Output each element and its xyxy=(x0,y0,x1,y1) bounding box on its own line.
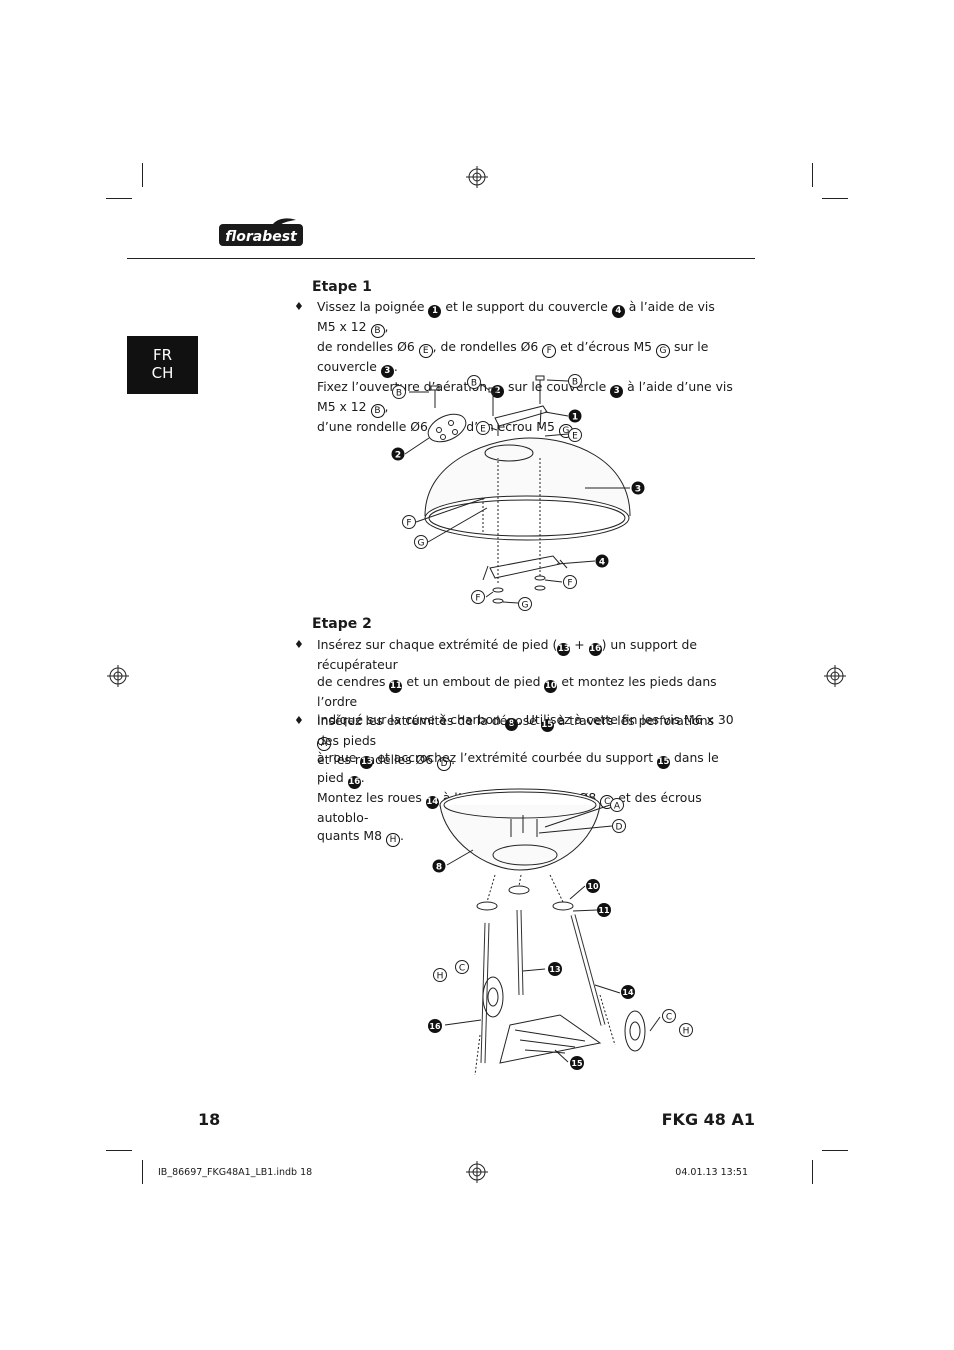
callout-16: 16 xyxy=(428,1019,442,1033)
callout-10: 10 xyxy=(586,879,600,893)
svg-text:2: 2 xyxy=(395,451,401,461)
svg-text:C: C xyxy=(666,1013,672,1023)
step1-paragraph: Vissez la poignée 1 et le support du cou… xyxy=(317,299,733,438)
print-date-info: 04.01.13 13:51 xyxy=(675,1167,748,1178)
callout-2: 2 xyxy=(391,447,405,461)
figure-leg-assembly: A D 8 10 11 H C 13 14 16 C H 15 xyxy=(428,788,693,1075)
svg-text:G: G xyxy=(418,539,425,549)
print-file-info: IB_86697_FKG48A1_LB1.indb 18 xyxy=(158,1167,313,1178)
header-rule xyxy=(127,258,755,259)
callout-f-2: F xyxy=(563,575,577,589)
callout-d: D xyxy=(612,819,626,833)
svg-text:E: E xyxy=(572,432,578,442)
callout-g-1: G xyxy=(414,535,428,549)
callout-f-1: F xyxy=(402,515,416,529)
svg-text:F: F xyxy=(406,519,411,529)
callout-3: 3 xyxy=(631,481,645,495)
callout-15: 15 xyxy=(570,1056,584,1070)
callout-4: 4 xyxy=(595,554,609,568)
svg-text:13: 13 xyxy=(549,965,560,974)
callout-b-1: B xyxy=(392,385,406,399)
callout-14: 14 xyxy=(621,985,635,999)
callout-13: 13 xyxy=(548,962,562,976)
callout-h-2: H xyxy=(679,1023,693,1037)
florabest-logo: florabest xyxy=(219,218,303,246)
callout-8: 8 xyxy=(432,859,446,873)
callout-b-3: B xyxy=(568,374,582,388)
callout-c-1: C xyxy=(455,960,469,974)
callout-1: 1 xyxy=(568,409,582,423)
step2-bullet2-icon: ♦ xyxy=(294,714,304,727)
page-number: 18 xyxy=(198,1110,221,1129)
figure-lid-assembly: B B B 1 E E 2 3 F G 4 F F G xyxy=(391,374,645,611)
language-fr: FR xyxy=(152,346,173,364)
svg-text:C: C xyxy=(459,964,465,974)
language-tab: FR CH xyxy=(127,336,198,394)
svg-text:D: D xyxy=(616,823,623,833)
svg-text:4: 4 xyxy=(599,558,605,568)
svg-text:F: F xyxy=(567,579,572,589)
svg-text:15: 15 xyxy=(571,1059,583,1068)
step2-heading: Etape 2 xyxy=(312,616,372,632)
svg-text:H: H xyxy=(683,1027,690,1037)
step2-bullet1-icon: ♦ xyxy=(294,638,304,651)
callout-11: 11 xyxy=(597,903,611,917)
svg-text:16: 16 xyxy=(429,1022,441,1031)
svg-text:8: 8 xyxy=(436,863,442,873)
svg-text:B: B xyxy=(396,389,402,399)
step1-bullet-icon: ♦ xyxy=(294,300,304,313)
svg-text:10: 10 xyxy=(587,882,599,891)
svg-text:B: B xyxy=(471,379,477,389)
svg-text:3: 3 xyxy=(635,485,641,495)
svg-text:F: F xyxy=(475,594,480,604)
language-ch: CH xyxy=(151,364,174,382)
svg-text:G: G xyxy=(522,601,529,611)
svg-text:E: E xyxy=(480,425,486,435)
svg-text:1: 1 xyxy=(572,413,578,423)
callout-a: A xyxy=(610,798,624,812)
svg-text:14: 14 xyxy=(622,988,634,997)
callout-g-2: G xyxy=(518,597,532,611)
model-number: FKG 48 A1 xyxy=(661,1110,755,1129)
svg-text:H: H xyxy=(437,972,444,982)
callout-e-1: E xyxy=(476,421,490,435)
svg-text:A: A xyxy=(614,802,621,812)
callout-f-3: F xyxy=(471,590,485,604)
step1-heading: Etape 1 xyxy=(312,279,372,295)
callout-c-2: C xyxy=(662,1009,676,1023)
callout-h-1: H xyxy=(433,968,447,982)
svg-text:B: B xyxy=(572,378,578,388)
callout-e-2: E xyxy=(568,428,582,442)
logo-text: florabest xyxy=(225,229,298,245)
step2-paragraph-1: Insérez sur chaque extrémité de pied (13… xyxy=(317,637,734,771)
svg-text:11: 11 xyxy=(598,906,610,915)
callout-b-2: B xyxy=(467,375,481,389)
